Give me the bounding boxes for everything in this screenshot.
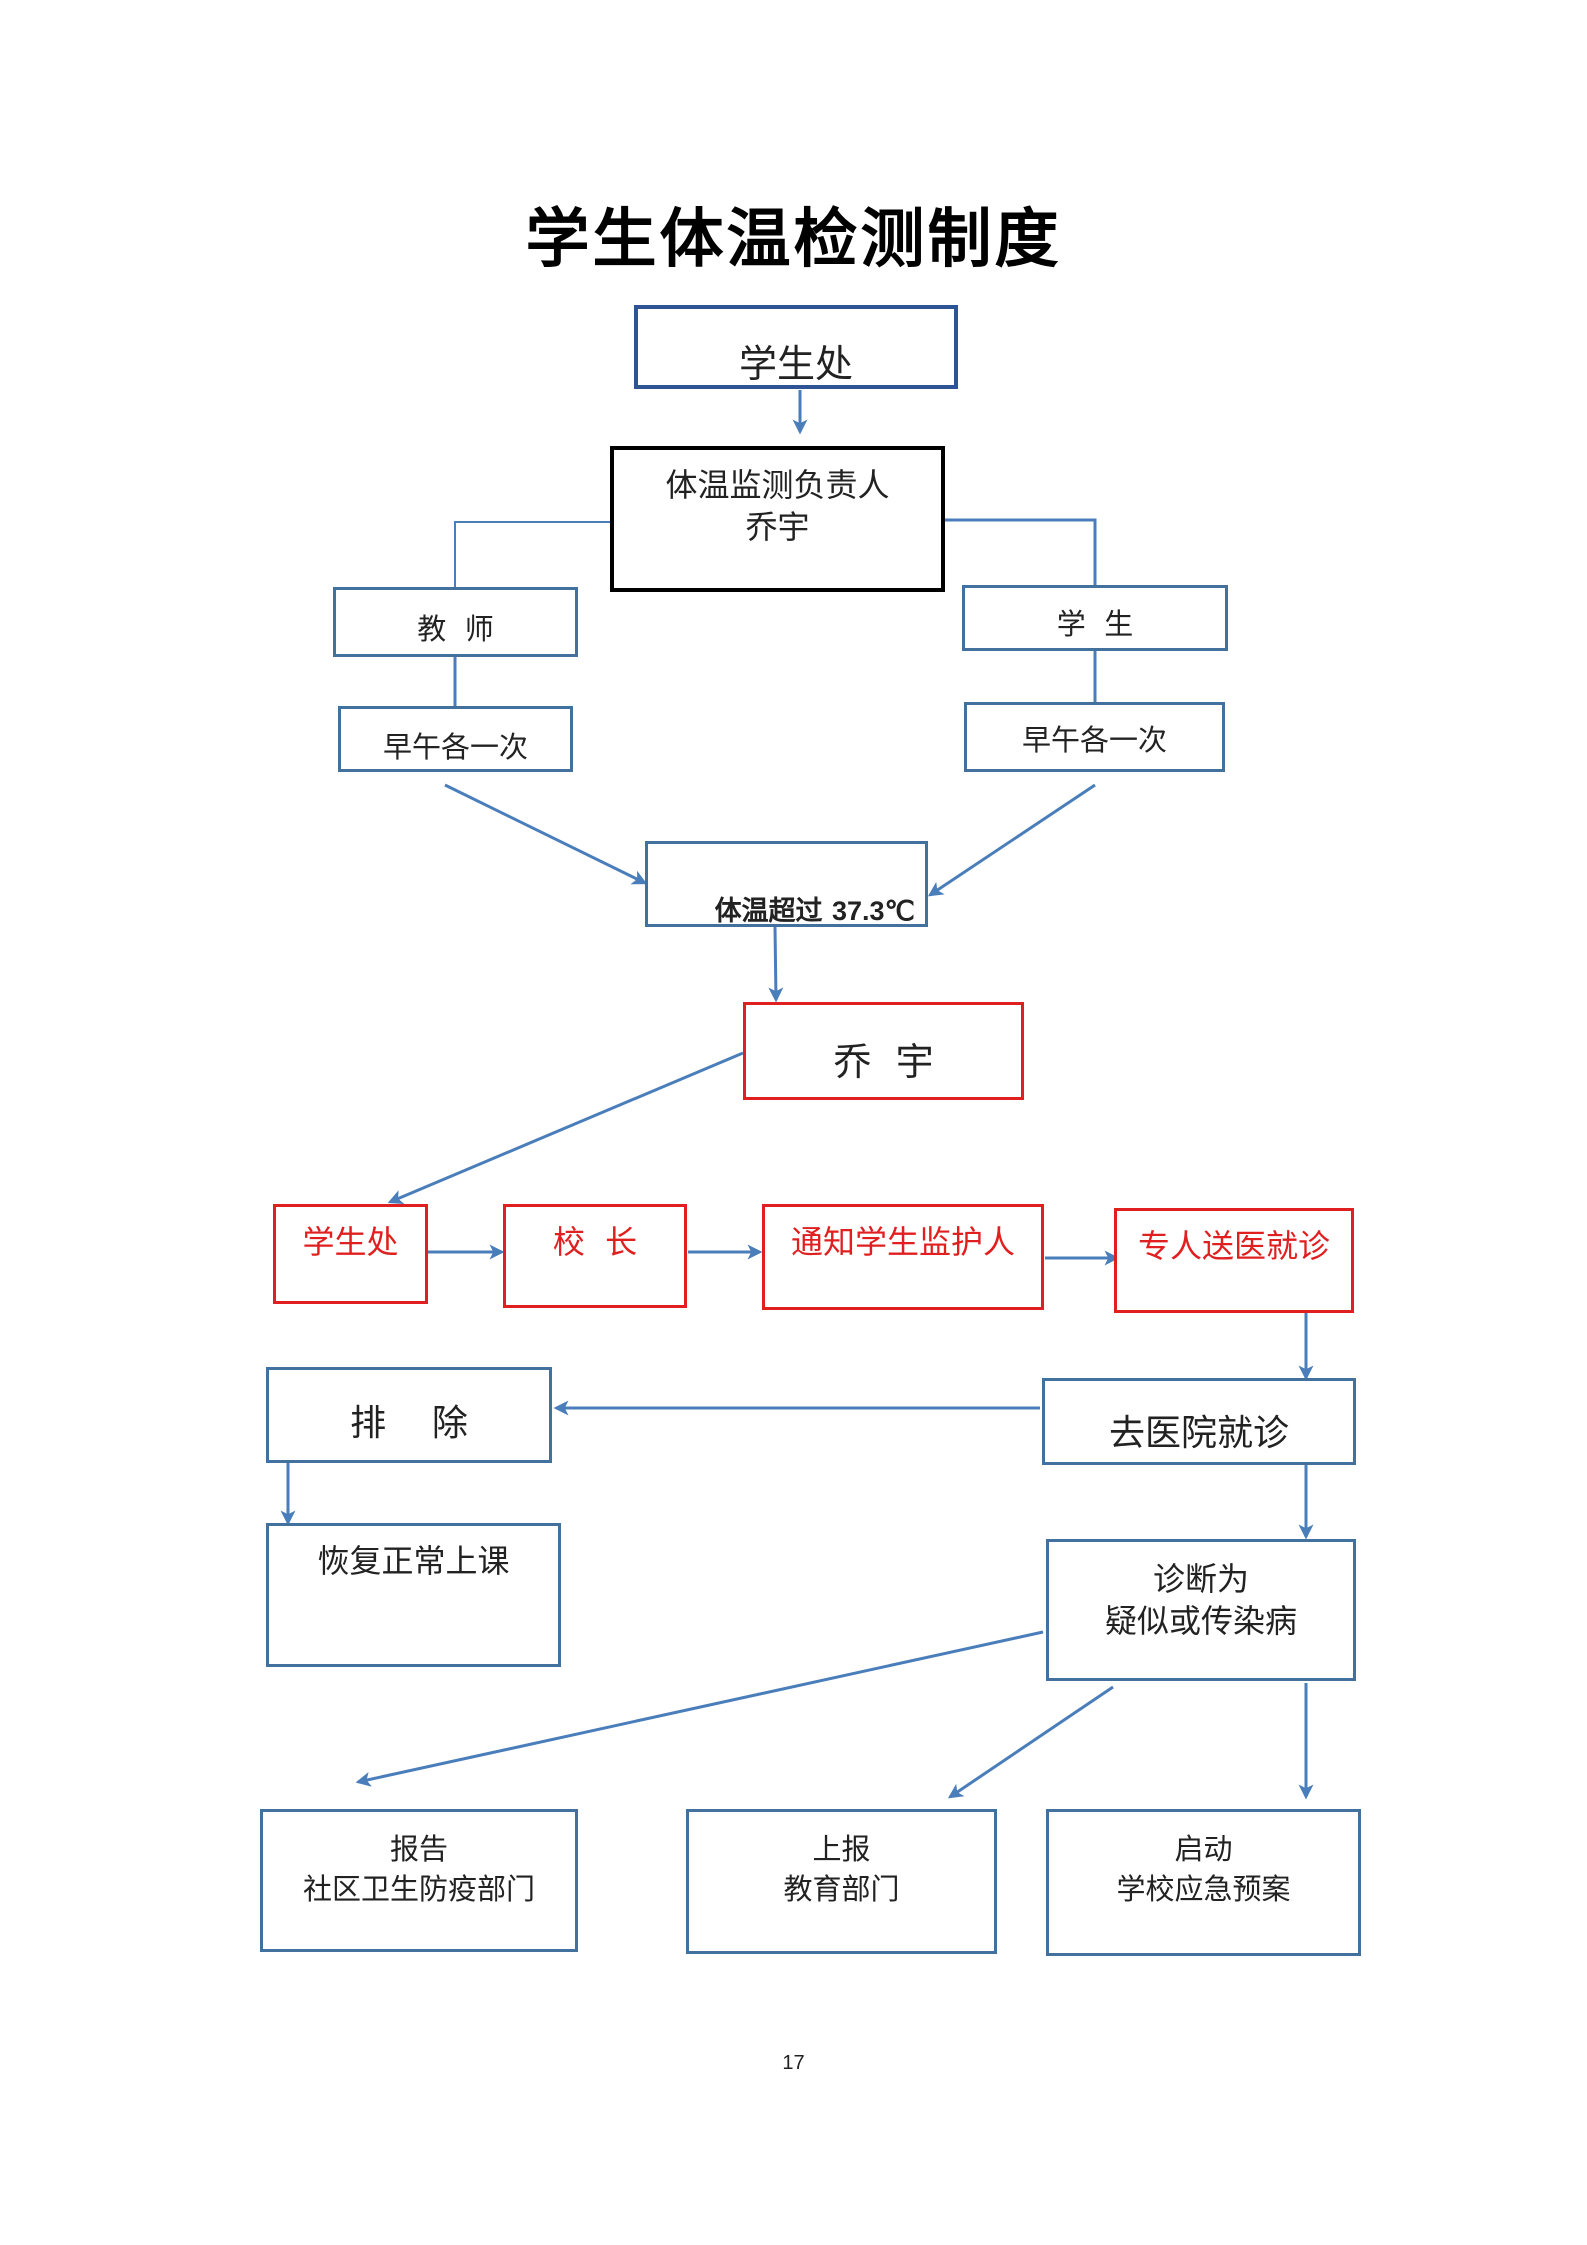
node-student: 学 生 [962,585,1228,651]
node-label-line1: 诊断为 [1152,1560,1249,1598]
node-diagnosis: 诊断为 疑似或传染病 [1046,1539,1356,1681]
temp-over-prefix: 体温超过 [714,896,832,927]
node-notify-guardian: 通知学生监护人 [762,1204,1044,1310]
node-label: 乔 宇 [833,1040,934,1084]
node-qiaoyu: 乔 宇 [743,1002,1024,1100]
node-label: 教 师 [417,612,494,646]
node-label: 学 生 [1056,607,1134,641]
node-label: 排 除 [350,1403,468,1444]
node-label: 校 长 [552,1223,638,1261]
node-emergency-plan: 启动 学校应急预案 [1046,1809,1361,1956]
node-label: 早午各一次 [382,730,528,764]
page-title: 学生体温检测制度 [525,202,1062,277]
node-teacher: 教 师 [333,587,578,657]
arrow-diagnosis-to-report [355,1630,1044,1787]
node-office-red: 学生处 [273,1204,428,1304]
node-label: 专人送医就诊 [1137,1227,1330,1265]
node-label-line1: 启动 [1174,1832,1233,1866]
node-student-affairs-office: 学生处 [634,305,958,389]
node-label-line1: 上报 [812,1832,871,1866]
arrow-temp-to-qiaoyu [768,926,784,1003]
node-label: 恢复正常上课 [317,1542,510,1580]
arrow-diagnosis-to-edu [947,1685,1114,1799]
node-resume-classes: 恢复正常上课 [266,1523,561,1667]
node-exclude: 排 除 [266,1367,552,1463]
connector-monitor-to-teacher [454,521,610,592]
node-label-line1: 体温监测负责人 [665,466,890,504]
arrow-student-freq-to-temp [927,783,1096,897]
node-escort-to-hospital: 专人送医就诊 [1114,1208,1354,1313]
node-temperature-over: 体温超过 37.3℃ [645,841,928,927]
node-label: 学生处 [738,342,853,386]
arrow-qiaoyu-to-office [387,1051,744,1205]
node-label: 去医院就诊 [1108,1413,1289,1454]
arrow-teacher-freq-to-temp [444,783,648,885]
node-label-line1: 报告 [389,1832,448,1866]
node-label: 通知学生监护人 [790,1223,1015,1261]
page-number: 17 [782,2052,805,2074]
temp-over-value: 37.3℃ [831,896,915,926]
connector-monitor-to-student [945,518,1097,587]
node-label-line2: 学校应急预案 [1116,1872,1291,1906]
node-label-line2: 乔宇 [745,508,810,546]
node-temperature-monitor: 体温监测负责人 乔宇 [610,446,945,592]
node-label: 体温超过 37.3℃ [648,858,925,959]
node-report-education: 上报 教育部门 [686,1809,997,1954]
node-report-community: 报告 社区卫生防疫部门 [260,1809,578,1952]
node-label-line2: 教育部门 [783,1872,900,1906]
node-teacher-frequency: 早午各一次 [338,706,573,772]
node-label-line2: 疑似或传染病 [1104,1602,1297,1640]
node-go-to-hospital: 去医院就诊 [1042,1378,1356,1465]
node-label: 学生处 [302,1223,399,1261]
node-principal: 校 长 [503,1204,687,1308]
node-label: 早午各一次 [1021,723,1167,757]
node-label-line2: 社区卫生防疫部门 [302,1872,535,1906]
node-student-frequency: 早午各一次 [964,702,1225,772]
